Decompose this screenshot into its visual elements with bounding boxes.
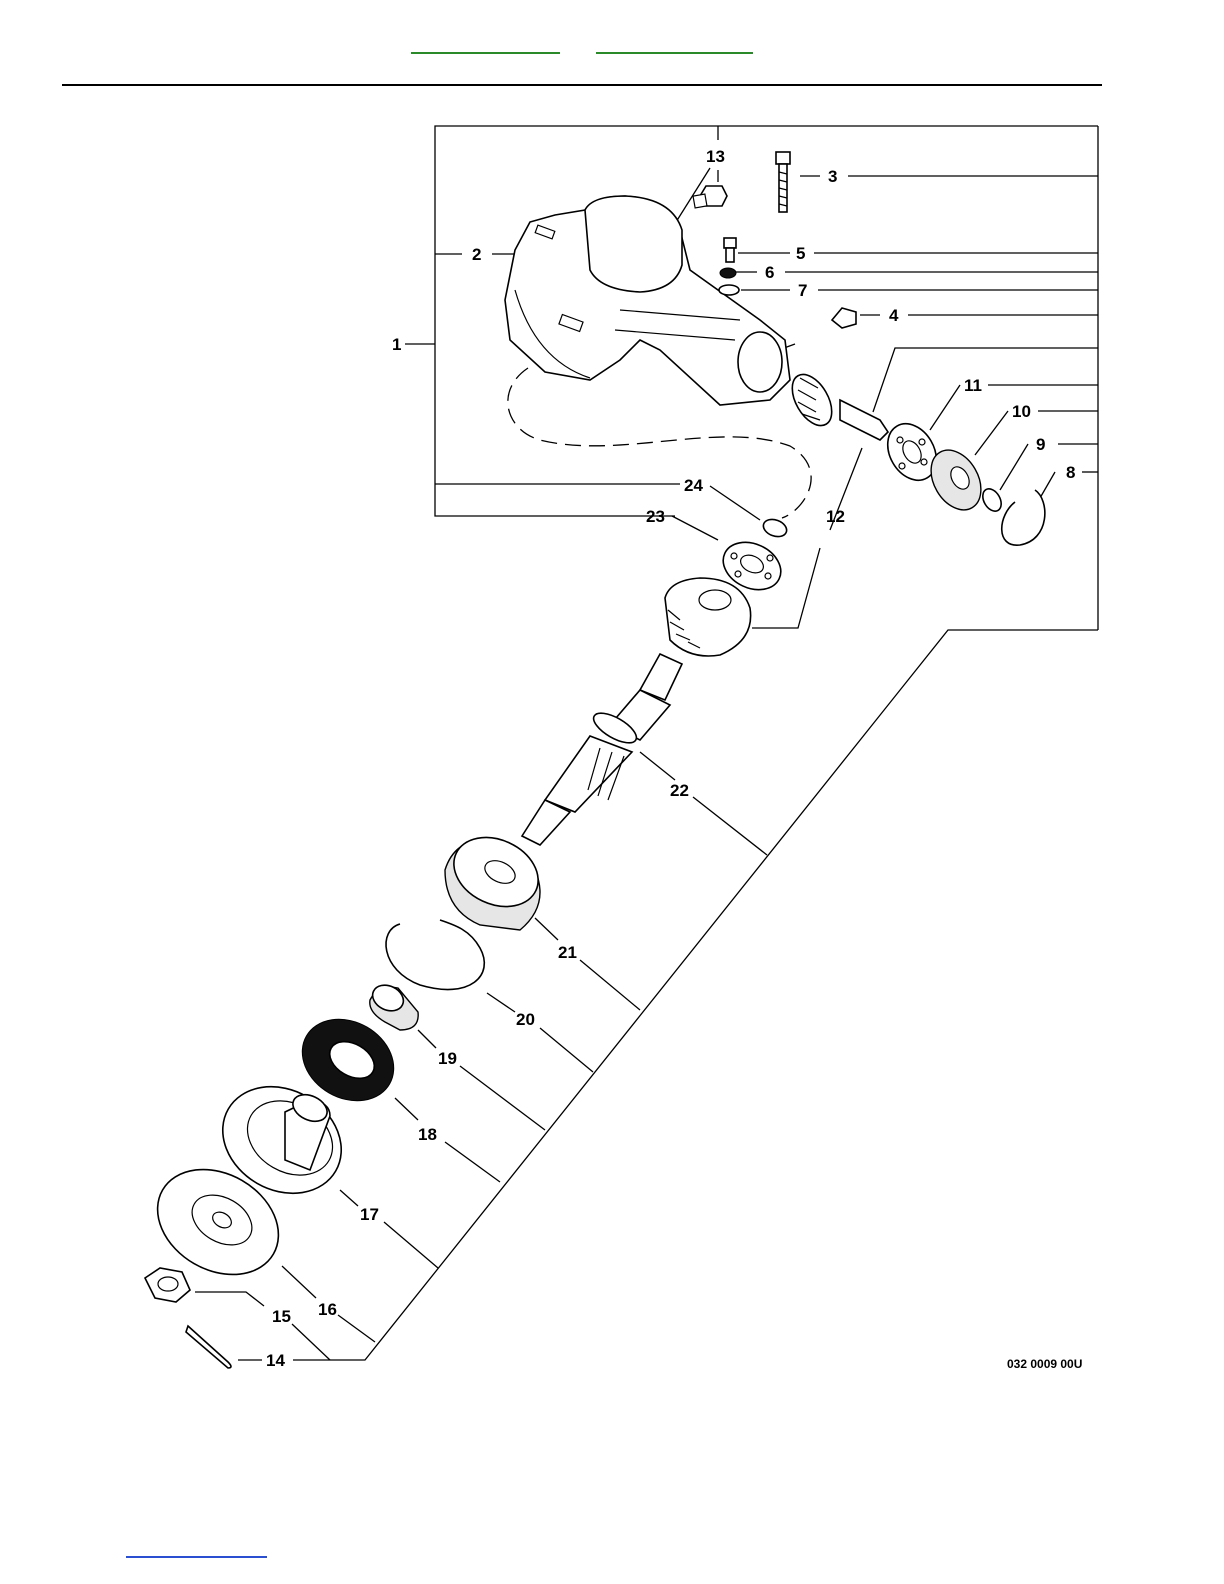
callout-7: 7 [798, 281, 807, 300]
callout-14: 14 [266, 1351, 285, 1370]
washer-7 [719, 285, 739, 295]
callout-21: 21 [558, 943, 577, 962]
circlip-8 [1002, 490, 1045, 545]
screw-5-shank [726, 248, 734, 262]
screw-3 [776, 152, 790, 212]
callout-1: 1 [392, 335, 401, 354]
cotter-pin-14 [186, 1326, 231, 1368]
callout-2: 2 [472, 245, 481, 264]
callout-4: 4 [889, 306, 899, 325]
bolt-13 [693, 186, 727, 208]
lock-washer-6 [720, 268, 736, 278]
footer-link[interactable] [126, 1548, 267, 1558]
nut-15 [145, 1268, 190, 1302]
callout-16: 16 [318, 1300, 337, 1319]
callout-5: 5 [796, 244, 805, 263]
callout-8: 8 [1066, 463, 1075, 482]
callout-19: 19 [438, 1049, 457, 1068]
drawing-code: 032 0009 00U [1007, 1357, 1082, 1371]
circlip-20 [386, 920, 484, 990]
callout-24: 24 [684, 476, 703, 495]
callout-15: 15 [272, 1307, 291, 1326]
output-shaft [522, 654, 682, 845]
callout-10: 10 [1012, 402, 1031, 421]
screw-5 [724, 238, 736, 248]
callout-23: 23 [646, 507, 665, 526]
snap-ring-9 [979, 486, 1005, 515]
callout-22: 22 [670, 781, 689, 800]
callout-18: 18 [418, 1125, 437, 1144]
pinion-gear [784, 368, 888, 440]
callout-17: 17 [360, 1205, 379, 1224]
callout-11: 11 [964, 376, 982, 395]
callout-6: 6 [765, 263, 774, 282]
callout-20: 20 [516, 1010, 535, 1029]
callout-3: 3 [828, 167, 837, 186]
callout-12: 12 [826, 507, 845, 526]
sleeve-19 [368, 980, 418, 1030]
callout-13: 13 [706, 147, 725, 166]
gear-housing [505, 196, 790, 405]
bevel-gear [665, 578, 751, 656]
callout-9: 9 [1036, 435, 1045, 454]
plate-4 [832, 308, 856, 328]
snap-ring-24 [761, 516, 789, 539]
